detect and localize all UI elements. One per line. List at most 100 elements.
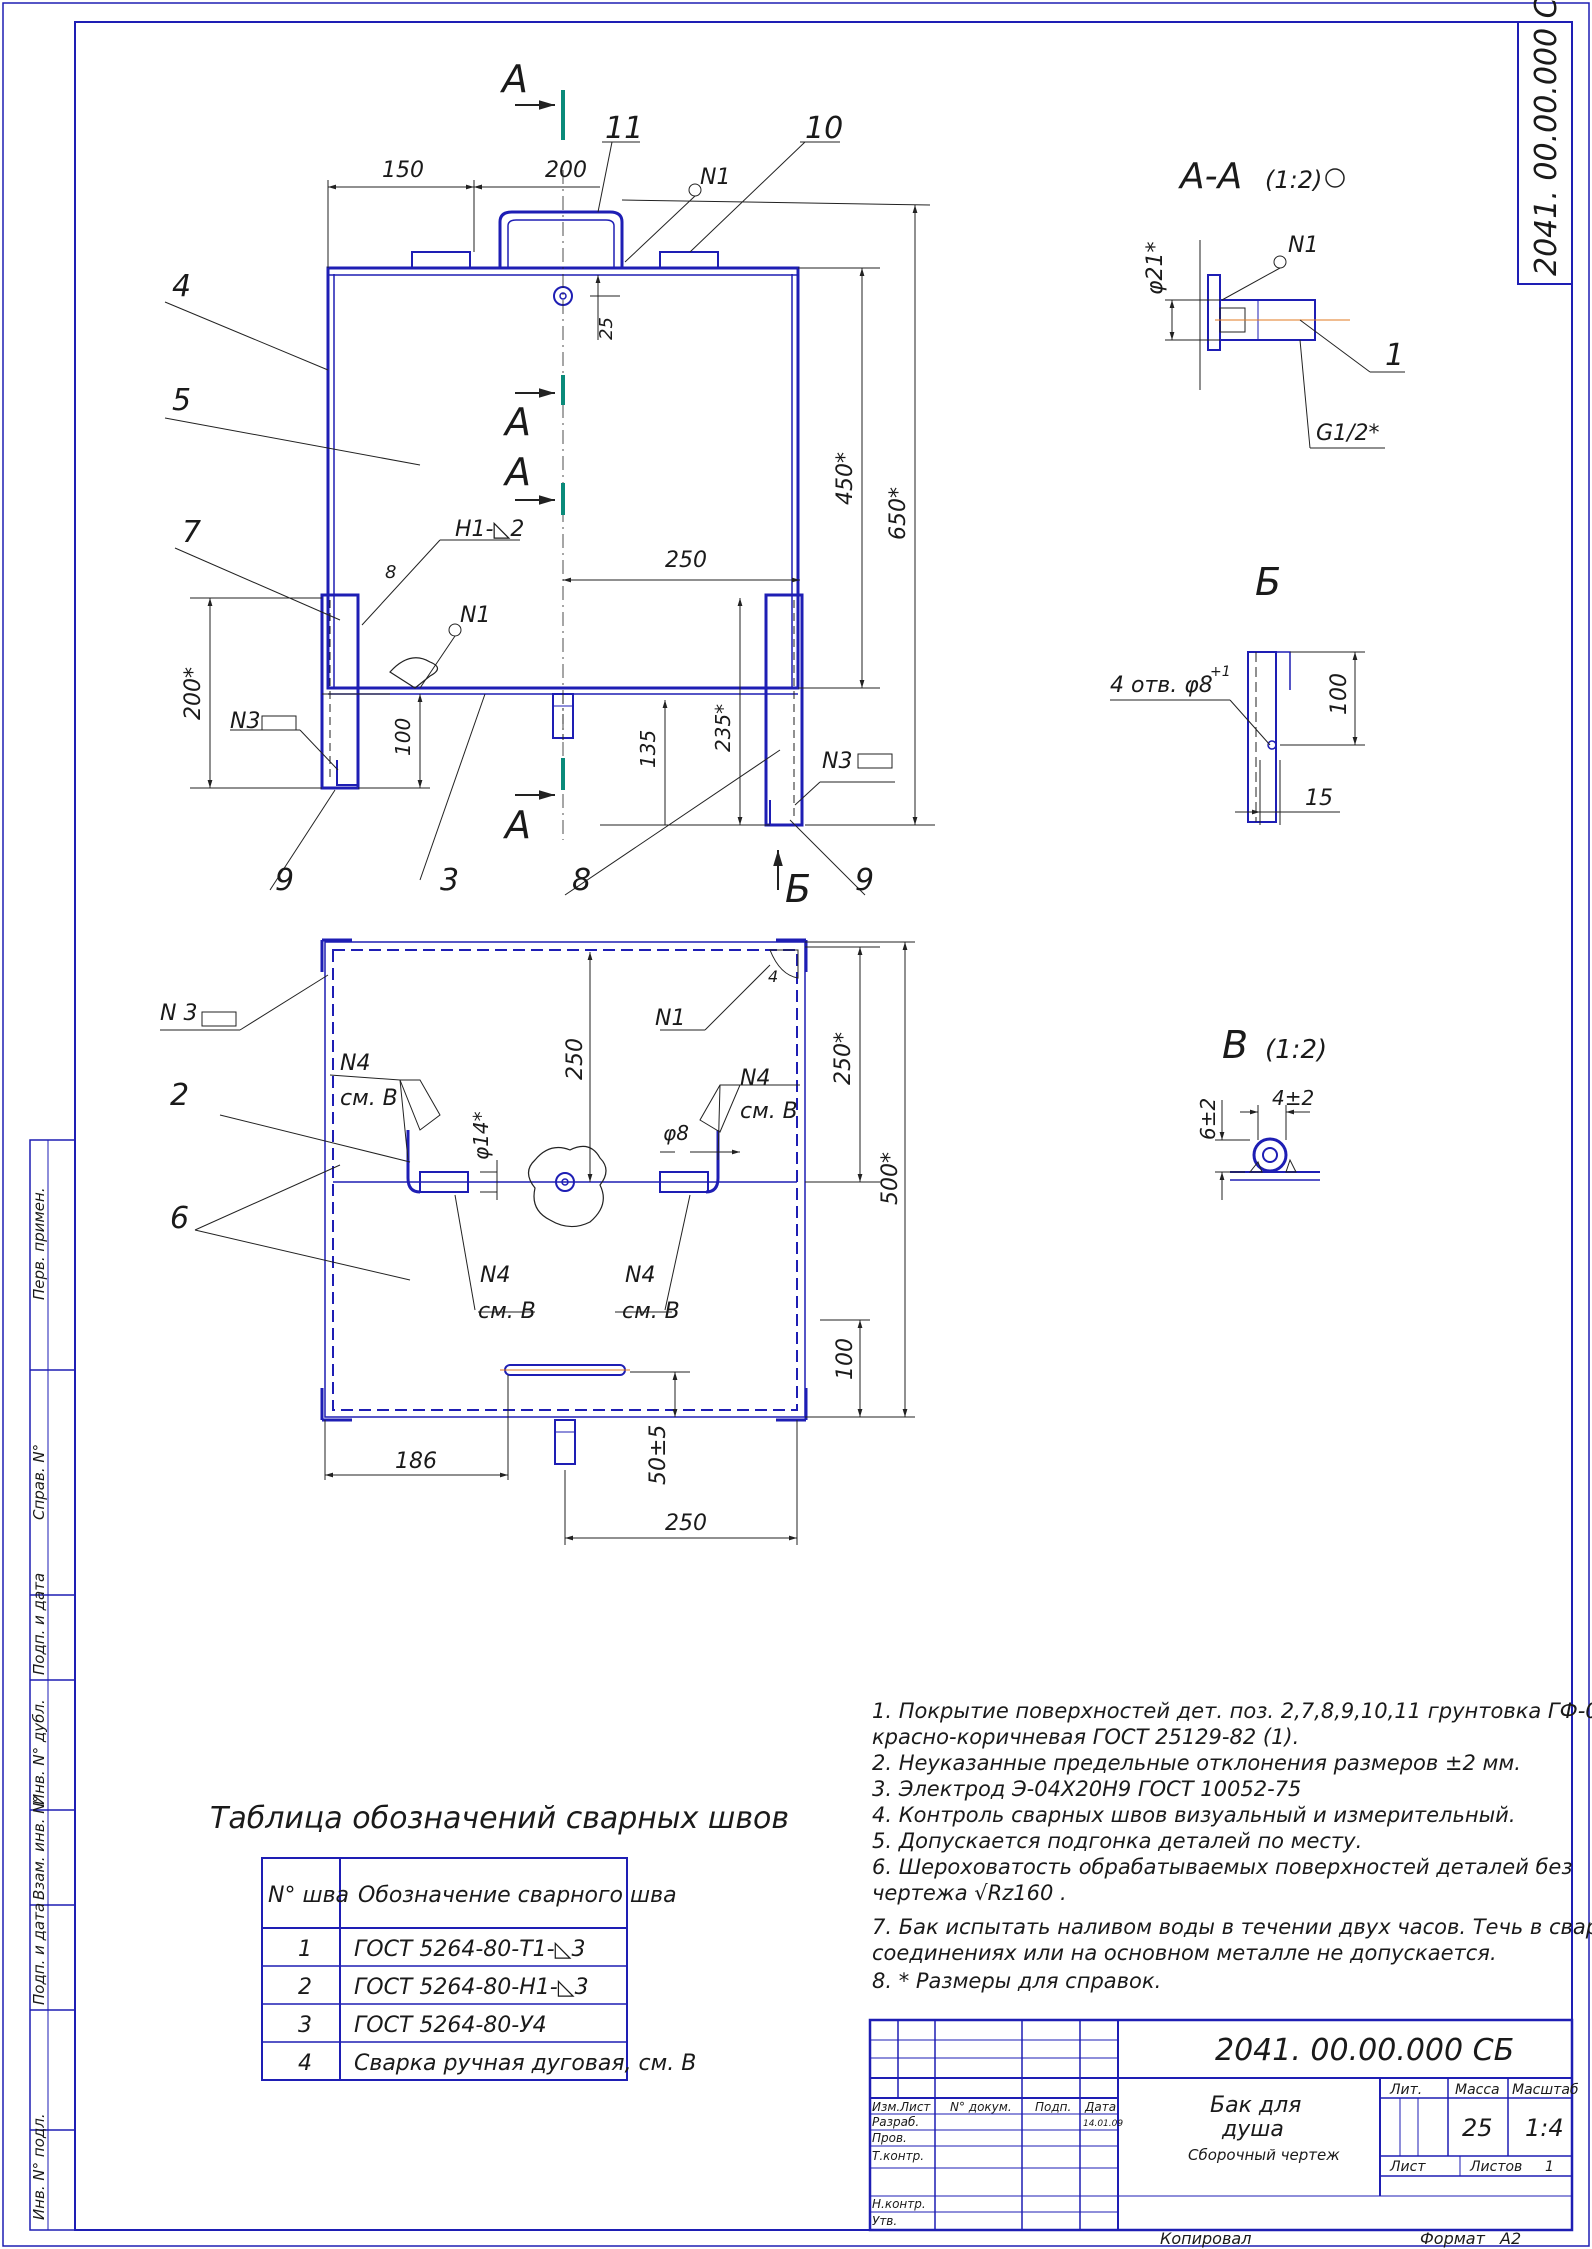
plan-view: 250 250* 500* 100 186 50±5 250 φ14* φ8 4 (160, 938, 915, 1545)
stamp-inv-podl: Инв. N° подл. (30, 2113, 48, 2220)
dim-25: 25 (596, 317, 617, 340)
tb-row-tkontr: Т.контр. (872, 2149, 924, 2163)
pos-2: 2 (170, 1078, 189, 1113)
tb-col-sign: Подп. (1035, 2100, 1071, 2114)
side-designation: 2041. 00.00.000 СБ (1529, 0, 1564, 276)
section-a-letter-1: А (499, 57, 528, 101)
tb-scale-value: 1:4 (1525, 2114, 1564, 2142)
pos-4: 4 (172, 269, 191, 304)
pos-7: 7 (182, 515, 201, 550)
pos-9-left: 9 (275, 863, 294, 898)
pos-3: 3 (440, 863, 459, 898)
aa-dim-d21: φ21* (1143, 241, 1168, 295)
section-aa: А-А (1:2) φ21* N1 1 G1/2* (1143, 156, 1405, 449)
front-view: А А А А Б (164, 57, 935, 911)
tb-col-izm: Изм. (872, 2100, 900, 2114)
plan-dim-d14: φ14* (469, 1111, 493, 1160)
section-a-letter-2: А (502, 400, 531, 444)
weld-table-title: Таблица обозначений сварных швов (210, 1801, 789, 1836)
weld-n3-plan: N 3 (160, 1001, 197, 1026)
plan-dim-250s: 250* (831, 1032, 856, 1085)
section-arrow-a-mid1: А (502, 375, 565, 444)
dim-8: 8 (385, 562, 396, 583)
weld-table-row-num: 2 (298, 1975, 312, 2000)
top-bracket-right (659, 251, 719, 269)
dim-200-leg: 200* (181, 667, 206, 720)
view-v-dim-4: 4±2 (1272, 1086, 1314, 1110)
weld-table-row-num: 4 (298, 2051, 312, 2076)
note-line: 5. Допускается подгонка деталей по месту… (872, 1829, 1362, 1853)
side-stamp-column: Перв. примен. Справ. N° Подп. и дата Инв… (29, 1139, 76, 2231)
view-b-title: Б (1255, 560, 1281, 604)
plan-dim-250b: 250 (665, 1511, 707, 1536)
tb-doc-type: Сборочный чертеж (1188, 2146, 1340, 2164)
tb-date-value: 14.01.09 (1083, 2119, 1123, 2129)
plan-dim-4: 4 (768, 967, 778, 986)
top-bracket-left (411, 251, 471, 269)
dim-250-front: 250 (665, 548, 707, 573)
section-arrow-a-top: А (499, 57, 565, 140)
section-aa-title: А-А (1178, 156, 1242, 197)
tb-mass: Масса (1455, 2082, 1500, 2098)
stamp-podp-data-1: Подп. и дата (30, 1573, 48, 1675)
pos-5: 5 (172, 383, 191, 418)
weld-table-row-desc: Сварка ручная дуговая, см. В (354, 2051, 696, 2076)
view-b-dim-15: 15 (1305, 786, 1333, 811)
note-line: 7. Бак испытать наливом воды в течении д… (872, 1915, 1592, 1939)
break-area (527, 1145, 607, 1228)
tb-scale: Масштаб (1512, 2082, 1579, 2098)
tb-format-value: А2 (1499, 2229, 1521, 2248)
weld-h1: Н1-◺2 (455, 517, 524, 542)
weld-n4-bl: N4 (480, 1263, 510, 1288)
aa-pos-1: 1 (1385, 338, 1404, 373)
tb-format: Формат (1420, 2229, 1486, 2248)
tb-row-prov: Пров. (872, 2131, 907, 2145)
weld-table: Таблица обозначений сварных швов N° шва … (210, 1801, 789, 2081)
pos-9-right: 9 (855, 863, 874, 898)
plan-dim-100: 100 (833, 1338, 858, 1380)
tb-row-nkontr: Н.контр. (872, 2197, 926, 2211)
section-a-letter-4: А (502, 803, 531, 847)
plan-dim-d8: φ8 (663, 1121, 689, 1145)
weld-n4-tr: N4 (740, 1066, 770, 1091)
view-b: Б 4 отв. φ8 +1 100 15 (1110, 560, 1365, 825)
tb-col-date: Дата (1084, 2100, 1116, 2114)
title-block: 2041. 00.00.000 СБ Бак для душа Сборочны… (868, 2018, 1579, 2248)
stamp-sprav: Справ. N° (30, 1444, 48, 1520)
dim-100-leg: 100 (391, 718, 415, 756)
plan-outline (324, 941, 806, 1418)
view-b-holes: 4 отв. φ8 (1110, 673, 1213, 698)
aa-weld-n1: N1 (1288, 233, 1318, 258)
weld-n4-br-see: см. В (622, 1299, 680, 1324)
tb-lit: Лит. (1389, 2082, 1422, 2098)
pos-11: 11 (605, 111, 643, 146)
view-b-tol: +1 (1210, 664, 1231, 680)
bracket-left (419, 1171, 469, 1193)
weld-table-row-num: 1 (298, 1937, 312, 1962)
tb-mass-value: 25 (1462, 2114, 1493, 2142)
note-line: чертежа √Rz160 . (872, 1881, 1067, 1905)
tb-col-list: Лист (899, 2100, 931, 2114)
note-line: 8. * Размеры для справок. (872, 1969, 1161, 1993)
section-arrow-a-bottom: А (502, 758, 565, 847)
tb-name-1: Бак для (1210, 2093, 1301, 2118)
tb-sheets-value: 1 (1545, 2159, 1554, 2175)
side-designation-box: 2041. 00.00.000 СБ (1517, 0, 1573, 285)
weld-n3-left: N3 (230, 709, 260, 734)
weld-n1-top: N1 (700, 165, 730, 190)
weld-table-header-desc: Обозначение сварного шва (358, 1883, 677, 1908)
aa-dim-thread: G1/2* (1316, 421, 1379, 446)
view-v-scale: (1:2) (1265, 1035, 1327, 1065)
note-line: 2. Неуказанные предельные отклонения раз… (872, 1751, 1521, 1775)
view-arrow-b: Б (773, 850, 811, 911)
tb-row-razrab: Разраб. (872, 2115, 919, 2129)
plan-drain-pipe (554, 1419, 576, 1465)
weld-n3-right: N3 (822, 749, 852, 774)
section-a-letter-3: А (502, 450, 531, 494)
tb-name-2: душа (1221, 2117, 1284, 2142)
weld-n4-br: N4 (625, 1263, 655, 1288)
dim-200: 200 (545, 158, 587, 183)
weld-table-row-desc: ГОСТ 5264-80-Т1-◺3 (354, 1937, 586, 1962)
tb-col-doc: N° докум. (950, 2100, 1012, 2114)
